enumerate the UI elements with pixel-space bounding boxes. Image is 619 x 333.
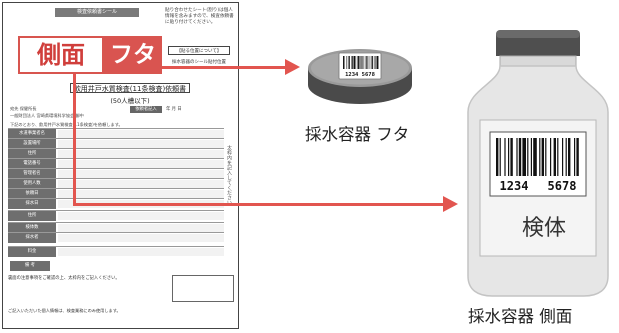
form-row-field	[58, 140, 224, 148]
form-organization: 一般財団法人 宮崎県環境科学協会 御中	[10, 113, 84, 118]
form-subtitle: (50人槽以下)	[110, 97, 150, 105]
side-arrow-vertical	[73, 74, 76, 205]
form-row-field	[58, 160, 224, 168]
form-row: 検体数	[8, 222, 224, 233]
lid-arrow-head	[285, 59, 300, 75]
form-row: 採水者	[8, 232, 224, 243]
form-row-label: 住所	[8, 149, 56, 159]
requester-badge: 依頼者記入	[130, 106, 162, 113]
remarks-label: 備 考	[10, 261, 50, 271]
form-row-field	[58, 234, 224, 242]
form-row-label: 依頼日	[8, 189, 56, 199]
form-row: 電話番号	[8, 158, 224, 169]
form-notice-text: 裏面の注意事項をご確認の上、太枠内をご記入ください。	[8, 276, 120, 281]
side-label-box: 側面	[18, 36, 104, 74]
form-row: 設置場所	[8, 138, 224, 149]
side-arrow-horizontal	[73, 203, 445, 206]
bottle-barcode-left: 1234	[500, 179, 529, 193]
form-row: 使用人数	[8, 178, 224, 189]
form-row-label: 管理者名	[8, 169, 56, 179]
form-row-field	[58, 248, 224, 256]
lid-illustration: 1234 5678	[308, 49, 412, 104]
privacy-note: ご記入いただいた個人情報は、検査業務にのみ使用します。	[8, 308, 121, 313]
form-row-label: 使用人数	[8, 179, 56, 189]
placement-info-button[interactable]: 【貼る位置について】	[168, 46, 230, 55]
form-row: 管理者名	[8, 168, 224, 179]
lid-arrow-line	[162, 66, 287, 69]
form-row-field	[58, 130, 224, 138]
form-row-label: 設置場所	[8, 139, 56, 149]
form-title: 飲用井戸水質検査(11条検査)依頼書	[70, 83, 190, 93]
bottle-illustration: 1234 5678	[467, 30, 609, 297]
form-row-label: 住所	[8, 211, 56, 221]
form-addressee: 宛先 保健所長	[10, 106, 37, 111]
bottle-caption: 採水容器 側面	[468, 307, 573, 326]
form-row: 水道事業者名	[8, 128, 224, 139]
sample-label: 検体	[521, 216, 566, 241]
lid-barcode-sticker: 1234 5678	[338, 52, 382, 80]
lid-label-box: フタ	[104, 36, 162, 74]
placement-info-link[interactable]: 採水容器のシール貼付位置	[172, 60, 226, 65]
form-row-field	[58, 170, 224, 178]
form-row-label: 料金	[8, 247, 56, 257]
lid-barcode-number: 1234 5678	[345, 72, 375, 78]
form-header-strip: 検査依頼書シール	[55, 8, 139, 17]
form-row-field	[58, 180, 224, 188]
form-row-label: 採水日	[8, 199, 56, 209]
bottle-barcode-right: 5678	[548, 179, 577, 193]
form-row-field	[58, 190, 224, 198]
form-row-field	[58, 212, 224, 220]
form-row-label: 電話番号	[8, 159, 56, 169]
form-row: 料金	[8, 246, 224, 257]
form-row: 住所	[8, 210, 224, 221]
form-row-field	[58, 224, 224, 232]
form-date: 年 月 日	[166, 107, 182, 112]
form-row: 依頼日	[8, 188, 224, 199]
form-row-label: 採水者	[8, 233, 56, 243]
form-row-label: 水道事業者名	[8, 129, 56, 139]
form-request-statement: 下記のとおり、飲用井戸水質検査(11条検査)を依頼します。	[10, 122, 123, 127]
form-row-label: 検体数	[8, 223, 56, 233]
form-info-text: 貼り合わせたシート(割り)は個人情報を含みますので、検査依頼書に貼り付けてくださ…	[165, 8, 234, 26]
bottle-barcode-sticker: 1234 5678	[489, 131, 587, 197]
vertical-note: 太枠内を記入してください	[226, 145, 232, 205]
form-row-field	[58, 150, 224, 158]
side-arrow-head	[443, 196, 458, 212]
lid-caption: 採水容器 フタ	[305, 125, 410, 144]
fee-table	[172, 275, 234, 302]
form-row: 住所	[8, 148, 224, 159]
